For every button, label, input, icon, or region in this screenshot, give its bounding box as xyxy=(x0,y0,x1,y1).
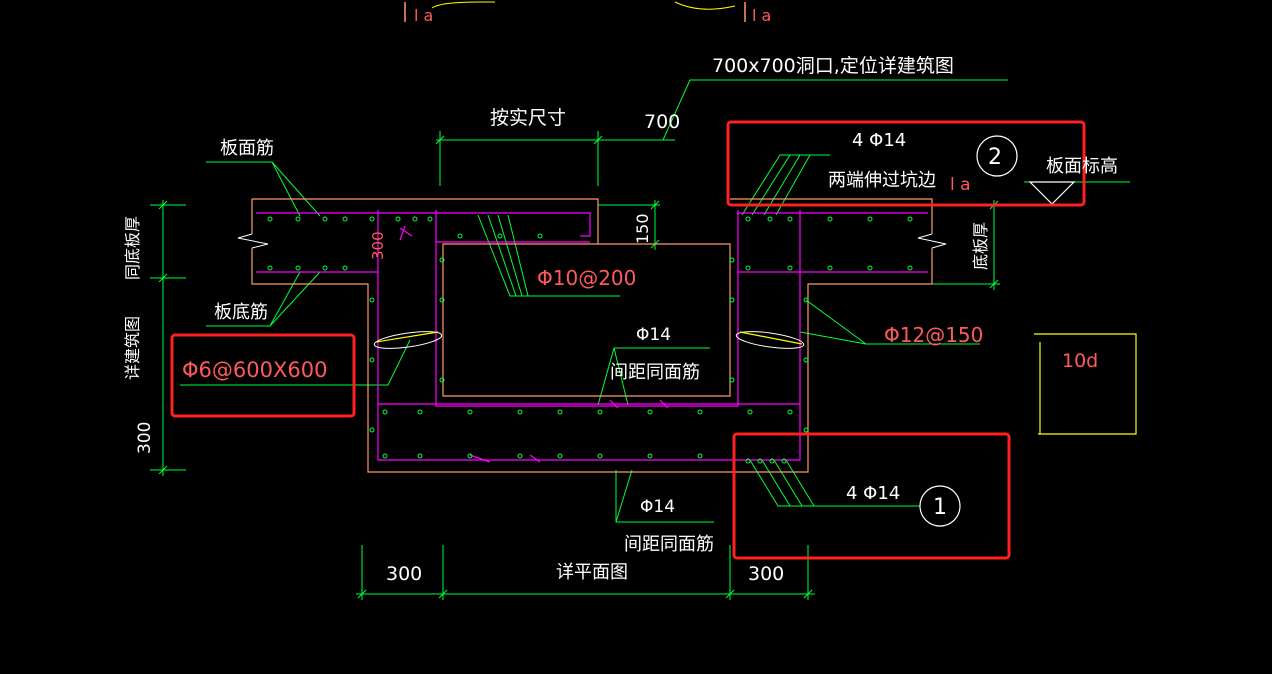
phi14-bottom-label: Φ14 xyxy=(640,497,675,517)
callout-top-note: 两端伸过坑边 xyxy=(828,170,936,191)
callout-left-text: Φ6@600X600 xyxy=(182,358,327,382)
break-lines xyxy=(237,233,947,249)
phi14-mid-label: Φ14 xyxy=(636,325,671,345)
dim-150-label: 150 xyxy=(633,213,652,244)
opening-note: 700x700洞口,定位详建筑图 xyxy=(712,55,954,77)
phi12-150-label: Φ12@150 xyxy=(884,323,983,347)
spacing-same-mid-label: 间距同面筋 xyxy=(610,362,700,383)
same-as-slab-thickness-label: 同底板厚 xyxy=(123,216,142,280)
highlight-box-top xyxy=(726,120,1086,207)
highlight-boxes xyxy=(170,120,1086,560)
dim-300-br-label: 300 xyxy=(748,563,784,585)
callout-bottom-bars: 4 Φ14 xyxy=(846,483,900,504)
callout-top-bars: 4 Φ14 xyxy=(852,130,906,151)
la-label-top-right: l a xyxy=(752,6,771,25)
concrete-outline xyxy=(251,198,933,473)
dim-300-bl-label: 300 xyxy=(386,563,422,585)
dim-700-label: 700 xyxy=(644,111,680,133)
see-architecture-label: 详建筑图 xyxy=(123,316,142,380)
corner-links xyxy=(373,331,805,349)
leader-lines xyxy=(180,154,980,523)
elevation-symbol xyxy=(1028,181,1076,205)
bottom-thickness-label: 底板厚 xyxy=(971,222,990,270)
top-partial-details xyxy=(404,1,746,22)
spacing-same-bottom-label: 间距同面筋 xyxy=(624,534,714,555)
callout-top-la: l a xyxy=(950,175,971,195)
marker-circle-1 xyxy=(919,485,961,527)
la-label-top-left: l a xyxy=(414,6,433,25)
callout-bottom-marker: 1 xyxy=(933,495,947,520)
actual-size-label: 按实尺寸 xyxy=(490,107,566,129)
rebar-lines xyxy=(256,210,928,463)
ten-d-hook-detail xyxy=(1034,333,1137,435)
dim-300-inner-label: 300 xyxy=(369,231,387,260)
callout-top-marker: 2 xyxy=(988,145,1002,170)
rebar-dots xyxy=(267,216,913,464)
slab-bottom-bar-label: 板底筋 xyxy=(214,302,268,323)
highlight-box-bottom xyxy=(732,432,1011,560)
marker-circle-2 xyxy=(976,135,1018,177)
dim-300-left-label: 300 xyxy=(135,422,155,454)
slab-elevation-label: 板面标高 xyxy=(1046,156,1118,177)
phi10-200-label: Φ10@200 xyxy=(537,266,636,290)
slab-top-bar-label: 板面筋 xyxy=(220,138,274,159)
ten-d-label: 10d xyxy=(1062,350,1098,372)
highlight-box-left xyxy=(170,333,356,418)
plan-detail-label: 详平面图 xyxy=(556,562,628,583)
corner-link-accents xyxy=(375,331,803,345)
